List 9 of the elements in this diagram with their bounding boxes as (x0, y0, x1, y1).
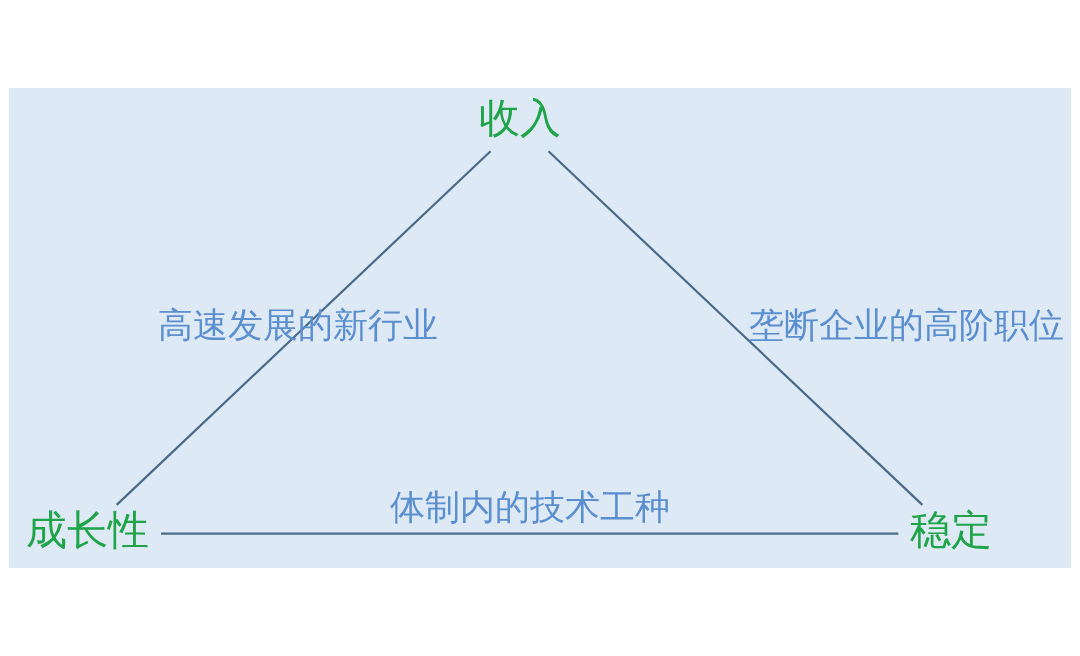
connector (115, 150, 492, 506)
edge-label: 垄断企业的高阶职位 (749, 304, 1065, 346)
edge-label: 高速发展的新行业 (157, 304, 438, 346)
edge-label: 体制内的技术工种 (389, 486, 670, 528)
connector (547, 150, 924, 506)
connector (161, 532, 899, 535)
node-text: 稳定 (910, 505, 993, 554)
node-text: 成长性 (26, 505, 150, 554)
node-text: 收入 (478, 94, 561, 143)
